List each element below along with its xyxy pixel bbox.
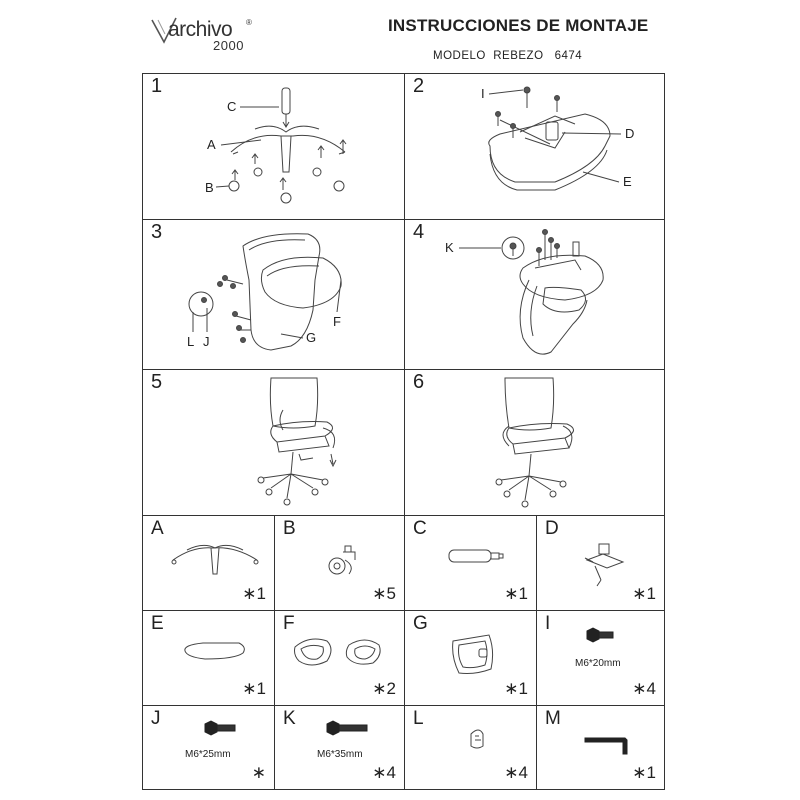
part-qty: ∗ — [251, 763, 266, 782]
part-b-caster-icon — [275, 516, 406, 612]
part-b-cell: B ∗5 — [274, 515, 405, 611]
part-letter: L — [413, 708, 424, 729]
part-d-cell: D ∗1 — [536, 515, 665, 611]
step-3-panel: 3 F G L J — [142, 219, 405, 370]
step-4-panel: 4 K — [404, 219, 665, 370]
part-qty: ∗1 — [504, 584, 528, 603]
part-letter: B — [283, 518, 296, 539]
label-f: F — [333, 314, 341, 329]
part-l-cell: L ∗4 — [404, 705, 537, 790]
part-k-cell: K M6*35mm ∗4 — [274, 705, 405, 790]
part-letter: J — [151, 708, 161, 729]
part-f-cell: F ∗2 — [274, 610, 405, 706]
part-qty: ∗4 — [372, 763, 396, 782]
step-number: 2 — [413, 75, 425, 97]
part-letter: I — [545, 613, 551, 634]
part-letter: K — [283, 708, 296, 729]
part-spec: M6*20mm — [575, 658, 621, 669]
step-1-illustration — [143, 74, 406, 221]
label-j: J — [203, 334, 210, 349]
part-qty: ∗1 — [504, 679, 528, 698]
part-qty: ∗4 — [504, 763, 528, 782]
brand-logo-mark — [151, 17, 177, 44]
part-qty: ∗1 — [242, 679, 266, 698]
part-d-mechanism-icon — [537, 516, 666, 612]
brand-registered: ® — [246, 18, 252, 27]
step-number: 6 — [413, 371, 425, 393]
brand-sub: 2000 — [213, 38, 244, 53]
part-qty: ∗4 — [632, 679, 656, 698]
label-l: L — [187, 334, 195, 349]
step-6-panel: 6 — [404, 369, 665, 516]
label-e: E — [623, 174, 632, 189]
part-qty: ∗1 — [632, 584, 656, 603]
part-e-seat-plate-icon — [143, 611, 276, 707]
part-letter: A — [151, 518, 164, 539]
part-letter: D — [545, 518, 559, 539]
part-g-backrest-icon — [405, 611, 538, 707]
step-number: 5 — [151, 371, 163, 393]
part-letter: M — [545, 708, 561, 729]
part-g-cell: G ∗1 — [404, 610, 537, 706]
step-5-illustration — [143, 370, 406, 517]
label-g: G — [306, 330, 317, 345]
step-4-illustration — [405, 220, 666, 371]
label-d: D — [625, 126, 635, 141]
part-qty: ∗1 — [242, 584, 266, 603]
label-a: A — [207, 137, 216, 152]
label-c: C — [227, 99, 237, 114]
page-title: INSTRUCCIONES DE MONTAJE — [388, 16, 649, 35]
part-letter: F — [283, 613, 295, 634]
label-k: K — [445, 240, 454, 255]
part-j-screw-icon — [143, 706, 276, 791]
step-1-panel: 1 C A B — [142, 73, 405, 220]
part-j-cell: J M6*25mm ∗ — [142, 705, 275, 790]
part-c-cell: C ∗1 — [404, 515, 537, 611]
part-k-screw-icon — [275, 706, 406, 791]
step-6-illustration — [405, 370, 666, 517]
part-i-cell: I M6*20mm ∗4 — [536, 610, 665, 706]
label-i: I — [481, 86, 485, 101]
part-f-armrests-icon — [275, 611, 406, 707]
part-i-screw-icon — [537, 611, 666, 707]
part-letter: E — [151, 613, 164, 634]
step-3-illustration — [143, 220, 406, 371]
part-spec: M6*25mm — [185, 749, 231, 760]
label-b: B — [205, 180, 214, 195]
part-letter: G — [413, 613, 428, 634]
part-letter: C — [413, 518, 427, 539]
part-m-cell: M ∗1 — [536, 705, 665, 790]
part-spec: M6*35mm — [317, 749, 363, 760]
step-number: 4 — [413, 221, 425, 243]
part-a-star-base-icon — [143, 516, 276, 612]
part-l-cap-icon — [405, 706, 538, 791]
step-5-panel: 5 — [142, 369, 405, 516]
part-a-cell: A ∗1 — [142, 515, 275, 611]
part-qty: ∗5 — [372, 584, 396, 603]
model-line: MODELO REBEZO 6474 — [433, 50, 583, 62]
part-qty: ∗2 — [372, 679, 396, 698]
part-qty: ∗1 — [632, 763, 656, 782]
step-number: 1 — [151, 75, 163, 97]
step-2-panel: 2 I D E — [404, 73, 665, 220]
step-2-illustration — [405, 74, 666, 221]
brand-name: archivo — [168, 18, 233, 41]
part-c-gas-lift-icon — [405, 516, 538, 612]
part-e-cell: E ∗1 — [142, 610, 275, 706]
part-m-hex-key-icon — [537, 706, 666, 791]
step-number: 3 — [151, 221, 163, 243]
